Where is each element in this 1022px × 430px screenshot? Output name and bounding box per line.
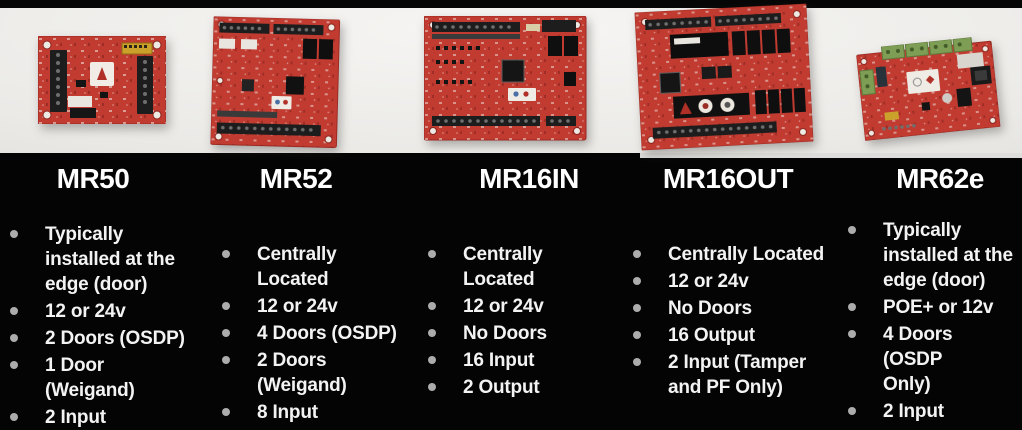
list-item: No Doors bbox=[428, 321, 613, 346]
spec-list-mr16out: Centrally Located 12 or 24v No Doors 16 … bbox=[633, 242, 828, 402]
spec-list-mr52: Centrally Located 12 or 24v 4 Doors (OSD… bbox=[222, 242, 407, 430]
bullet-icon bbox=[633, 277, 641, 285]
spec-list-mr16in: Centrally Located 12 or 24v No Doors 16 … bbox=[428, 242, 613, 402]
bullet-icon bbox=[222, 329, 230, 337]
column-title-mr52: MR52 bbox=[259, 163, 333, 194]
list-item: 16 Output bbox=[633, 323, 828, 348]
bullet-icon bbox=[848, 303, 856, 311]
bullet-icon bbox=[428, 329, 436, 337]
list-item: 2 Output bbox=[848, 426, 1016, 430]
list-item: Typically installed at the edge (door) bbox=[10, 222, 190, 297]
list-item: 2 Output bbox=[428, 375, 613, 400]
list-item: 12 or 24v bbox=[10, 299, 190, 324]
bullet-icon bbox=[428, 356, 436, 364]
mr50-board-photo bbox=[38, 36, 166, 124]
bullet-icon bbox=[633, 250, 641, 258]
spec-list-mr50: Typically installed at the edge (door) 1… bbox=[10, 222, 190, 430]
spec-list-mr62e: Typically installed at the edge (door) P… bbox=[848, 218, 1016, 430]
bullet-icon bbox=[10, 230, 18, 238]
list-item: 12 or 24v bbox=[222, 294, 407, 319]
list-item: 2 Doors (OSDP) bbox=[10, 326, 190, 351]
bullet-icon bbox=[848, 226, 856, 234]
list-item: Typically installed at the edge (door) bbox=[848, 218, 1016, 293]
column-title-mr16out: MR16OUT bbox=[662, 163, 794, 194]
bullet-icon bbox=[848, 407, 856, 415]
list-item: Centrally Located bbox=[222, 242, 407, 292]
list-item: 8 Input bbox=[222, 400, 407, 425]
list-item: 12 or 24v bbox=[633, 269, 828, 294]
mr16in-board-photo bbox=[424, 16, 587, 141]
bullet-icon bbox=[10, 307, 18, 315]
bullet-icon bbox=[222, 408, 230, 416]
mr52-board-photo bbox=[210, 16, 341, 149]
list-item: 2 Input bbox=[10, 405, 190, 430]
list-item: 4 Doors (OSDP Only) bbox=[848, 322, 1016, 397]
bullet-icon bbox=[428, 250, 436, 258]
column-title-mr62e: MR62e bbox=[896, 163, 984, 194]
list-item: 12 or 24v bbox=[428, 294, 613, 319]
bullet-icon bbox=[428, 302, 436, 310]
bullet-icon bbox=[633, 304, 641, 312]
bullet-icon bbox=[633, 331, 641, 339]
list-item: 1 Door (Weigand) bbox=[10, 353, 190, 403]
mr62e-board-photo bbox=[855, 36, 1001, 141]
top-letterbox-bar bbox=[0, 0, 1022, 8]
list-item: POE+ or 12v bbox=[848, 295, 1016, 320]
column-title-mr16in: MR16IN bbox=[479, 163, 579, 194]
list-item: No Doors bbox=[633, 296, 828, 321]
bullet-icon bbox=[222, 356, 230, 364]
bullet-icon bbox=[222, 250, 230, 258]
column-title-mr50: MR50 bbox=[56, 163, 130, 194]
list-item: 2 Input (Tamper and PF Only) bbox=[633, 350, 828, 400]
mr16out-board-photo bbox=[634, 3, 814, 151]
bullet-icon bbox=[633, 358, 641, 366]
bullet-icon bbox=[848, 330, 856, 338]
bullet-icon bbox=[222, 302, 230, 310]
list-item: 4 Doors (OSDP) bbox=[222, 321, 407, 346]
bullet-icon bbox=[10, 334, 18, 342]
bullet-icon bbox=[10, 413, 18, 421]
bullet-icon bbox=[428, 383, 436, 391]
bullet-icon bbox=[10, 361, 18, 369]
list-item: Centrally Located bbox=[428, 242, 613, 292]
list-item: 2 Input bbox=[848, 399, 1016, 424]
photo-band-edge bbox=[640, 153, 1022, 158]
list-item: Centrally Located bbox=[633, 242, 828, 267]
list-item: 16 Input bbox=[428, 348, 613, 373]
list-item: 2 Doors (Weigand) bbox=[222, 348, 407, 398]
